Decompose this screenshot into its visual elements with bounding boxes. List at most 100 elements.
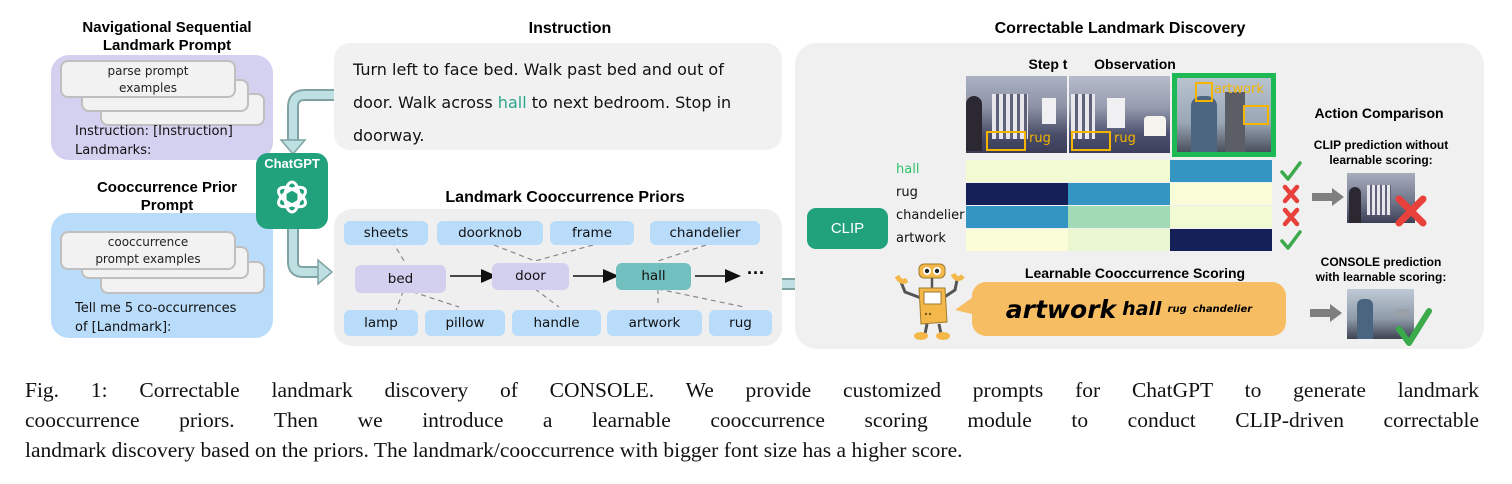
- cooccurrence-node: pillow: [425, 310, 505, 336]
- arrow-head: [481, 269, 497, 283]
- bbox-label: rug: [1114, 131, 1136, 146]
- cooccurrence-node: lamp: [344, 310, 418, 336]
- more-landmarks-ellipsis: ···: [747, 263, 765, 283]
- cooccurrence-node: rug: [709, 310, 772, 336]
- heatmap-row-label: chandelier: [896, 208, 965, 223]
- heatmap-cell: [1068, 206, 1170, 228]
- priors-links: [391, 240, 745, 322]
- heatmap-cell: [1068, 183, 1170, 205]
- clip-label: CLIP: [830, 220, 865, 237]
- cooccurrence-node: artwork: [607, 310, 702, 336]
- heatmap-cell: [1170, 229, 1272, 251]
- scoring-title: Learnable Cooccurrence Scoring: [1024, 265, 1246, 281]
- scoring-bubble: artwork hall rug chandelier: [972, 282, 1286, 336]
- cooc-prompt-title-line2: Prompt: [140, 197, 194, 214]
- heatmap-cell: [966, 206, 1068, 228]
- heatmap-cell: [1170, 160, 1272, 182]
- cross-icon: [1282, 207, 1300, 227]
- arrow-head: [725, 269, 741, 283]
- nav-prompt-title-line1: Navigational Sequential: [82, 19, 252, 36]
- clip-score-heatmap: hall rug chandelier artwork: [896, 160, 1316, 251]
- arrow-right-icon: [1310, 304, 1342, 322]
- cooc-prompt-title: Cooccurrence Prior Prompt: [52, 179, 282, 215]
- instruction-line-2: door. Walk across hall to next bedroom. …: [353, 86, 731, 119]
- arrow-head: [279, 139, 307, 156]
- instruction-line-1: Turn left to face bed. Walk past bed and…: [353, 60, 724, 79]
- heatmap-cell: [1068, 229, 1170, 251]
- console-prediction-line2: with learnable scoring:: [1315, 270, 1447, 284]
- clip-prediction-label: CLIP prediction without learnable scorin…: [1298, 138, 1464, 168]
- heatmap-row-label: rug: [896, 185, 918, 200]
- nav-prompt-panel: parse prompt examples Instruction: [Inst…: [51, 55, 273, 160]
- priors-title: Landmark Cooccurrence Priors: [445, 189, 685, 206]
- discovery-title: Correctable Landmark Discovery: [994, 20, 1246, 37]
- caption-line-2: cooccurrence priors. Then we introduce a…: [25, 408, 1479, 432]
- cooccurrence-node: chandelier: [650, 221, 760, 245]
- cross-icon: [1395, 195, 1427, 227]
- heatmap-cell: [1170, 206, 1272, 228]
- observation-view-3-selected[interactable]: artwork: [1172, 73, 1276, 157]
- card-text: examples: [119, 81, 177, 95]
- arrow-instruction-to-chatgpt: [287, 89, 336, 140]
- cooccurrence-node: doorknob: [437, 221, 543, 245]
- cooc-prompt-title-line1: Cooccurrence Prior: [96, 179, 238, 196]
- cooc-prompt-landmark-line: of [Landmark]:: [75, 320, 172, 335]
- check-icon: [1396, 308, 1432, 346]
- cooccurrence-node: frame: [550, 221, 634, 245]
- observation-view-1[interactable]: rug: [966, 76, 1067, 153]
- prompt-card-front: cooccurrence prompt examples: [60, 231, 236, 270]
- heatmap-cell: [1068, 160, 1170, 182]
- heatmap-cell: [966, 160, 1068, 182]
- scored-word: hall: [1122, 298, 1162, 320]
- scored-word: artwork: [1005, 294, 1117, 324]
- clip-prediction-line2: learnable scoring:: [1329, 153, 1433, 167]
- card-text: parse prompt: [107, 64, 189, 78]
- instruction-line-3: doorway.: [353, 126, 425, 145]
- bbox-label: artwork: [1214, 82, 1264, 97]
- observation-view-2[interactable]: rug: [1069, 76, 1170, 153]
- clip-block: CLIP: [807, 208, 888, 249]
- heatmap-cell: [966, 183, 1068, 205]
- step-label: Step t: [1028, 56, 1068, 72]
- heatmap-row-label: hall: [896, 162, 920, 177]
- nav-prompt-instruction-line: Instruction: [Instruction]: [75, 124, 233, 139]
- clip-prediction-line1: CLIP prediction without: [1313, 138, 1449, 152]
- heatmap-cell: [966, 229, 1068, 251]
- heatmap-cell: [1170, 183, 1272, 205]
- chatgpt-block: ChatGPT: [256, 153, 328, 229]
- instruction-text: door. Walk across: [353, 93, 498, 112]
- instruction-title: Instruction: [528, 20, 612, 37]
- console-prediction-line1: CONSOLE prediction: [1320, 255, 1442, 269]
- landmark-node: door: [492, 263, 569, 290]
- check-icon: [1280, 161, 1302, 181]
- cooccurrence-node: handle: [512, 310, 601, 336]
- figure-caption: Fig. 1: Correctable landmark discovery o…: [25, 375, 1479, 465]
- bbox-label: rug: [1029, 131, 1051, 146]
- openai-logo-icon: [277, 180, 307, 214]
- card-text: cooccurrence: [107, 235, 189, 249]
- heatmap-row-label: artwork: [896, 231, 946, 246]
- card-text: prompt examples: [95, 252, 201, 266]
- arrow-head: [317, 258, 334, 286]
- console-prediction-label: CONSOLE prediction with learnable scorin…: [1298, 255, 1464, 285]
- nav-prompt-title: Navigational Sequential Landmark Prompt: [52, 19, 282, 55]
- arrow-right-icon: [1312, 188, 1344, 206]
- comparison-title: Action Comparison: [1314, 105, 1444, 121]
- robot-icon: [894, 263, 965, 340]
- cooc-prompt-panel: cooccurrence prompt examples Tell me 5 c…: [51, 213, 273, 338]
- cross-icon: [1282, 184, 1300, 204]
- chatgpt-label: ChatGPT: [264, 156, 320, 171]
- cooccurrence-node: sheets: [344, 221, 428, 245]
- priors-box: sheets doorknob frame chandelier bed doo…: [334, 209, 782, 346]
- caption-line-1: Fig. 1: Correctable landmark discovery o…: [25, 378, 1479, 402]
- scored-word: rug: [1167, 303, 1187, 315]
- prompt-card-front: parse prompt examples: [60, 60, 236, 98]
- instruction-highlight-landmark: hall: [497, 93, 527, 112]
- instruction-text: to next bedroom. Stop in: [526, 93, 732, 112]
- scored-word: chandelier: [1192, 303, 1253, 315]
- observation-label: Observation: [1094, 56, 1176, 72]
- arrow-head: [603, 269, 619, 283]
- nav-prompt-landmarks-line: Landmarks:: [75, 143, 152, 158]
- check-icon: [1280, 230, 1302, 250]
- instruction-box: Turn left to face bed. Walk past bed and…: [334, 43, 782, 150]
